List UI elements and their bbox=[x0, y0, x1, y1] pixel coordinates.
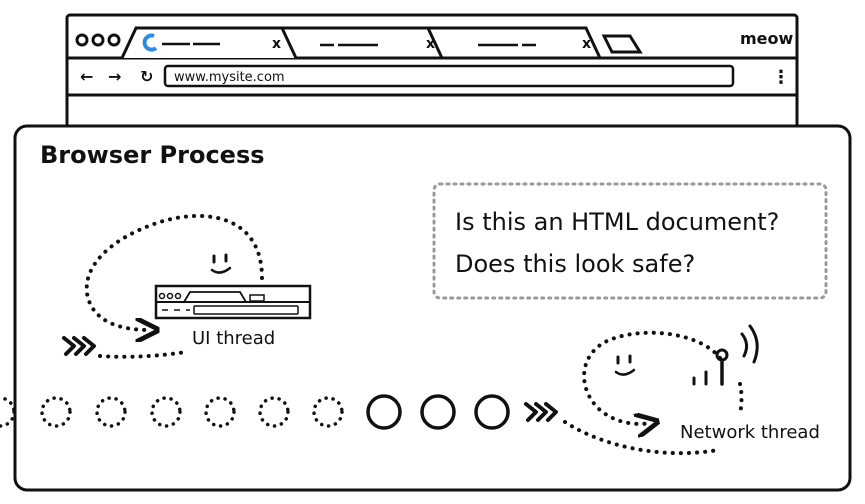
back-icon[interactable]: ← bbox=[80, 67, 93, 86]
window-controls bbox=[75, 33, 121, 47]
data-stream bbox=[0, 394, 558, 430]
received-data-circle bbox=[474, 394, 510, 430]
new-tab-button[interactable] bbox=[601, 34, 643, 54]
menu-icon[interactable]: ⋮ bbox=[772, 67, 790, 88]
brand-label: meow bbox=[740, 29, 794, 48]
forward-icon[interactable]: → bbox=[108, 67, 121, 86]
window-maximize-dot[interactable] bbox=[107, 33, 121, 47]
window-minimize-dot[interactable] bbox=[91, 33, 105, 47]
pending-data-circle bbox=[312, 396, 344, 428]
browser-process-panel: Browser Process Is this an HTML document… bbox=[0, 124, 852, 492]
address-text: www.mysite.com bbox=[174, 70, 285, 85]
mini-browser-icon bbox=[154, 284, 312, 320]
antenna-icon bbox=[692, 324, 759, 386]
received-data-circle bbox=[366, 394, 402, 430]
received-data-circle bbox=[420, 394, 456, 430]
pending-data-circle bbox=[95, 396, 127, 428]
tab-1[interactable]: x bbox=[120, 26, 298, 59]
pending-data-circle bbox=[0, 396, 16, 428]
pending-data-circle bbox=[258, 396, 290, 428]
question-bubble: Is this an HTML document? Does this look… bbox=[432, 182, 828, 300]
ui-thread-loop: UI thread bbox=[62, 214, 312, 359]
network-thread-face bbox=[614, 354, 636, 376]
ui-thread-chevrons-icon bbox=[62, 336, 96, 356]
tab-close-icon[interactable]: x bbox=[426, 36, 435, 52]
data-stream-chevrons-icon bbox=[524, 402, 558, 422]
pending-data-circle bbox=[40, 396, 72, 428]
tab-close-icon[interactable]: x bbox=[582, 36, 591, 52]
question-line-2: Does this look safe? bbox=[455, 250, 695, 278]
pending-data-circle bbox=[150, 396, 182, 428]
loading-spinner-icon bbox=[142, 33, 158, 52]
network-thread-label: Network thread bbox=[680, 422, 820, 443]
tab-close-icon[interactable]: x bbox=[272, 36, 281, 52]
tab-3[interactable]: x bbox=[428, 26, 602, 59]
network-thread-loop: Network thread bbox=[563, 324, 820, 456]
address-bar[interactable]: www.mysite.com bbox=[163, 64, 735, 88]
browser-window: x x x meow ← → ↻ www.mysite.com ⋮ bbox=[65, 13, 799, 157]
ui-thread-face bbox=[210, 253, 232, 274]
panel-title: Browser Process bbox=[40, 141, 265, 169]
window-close-dot[interactable] bbox=[75, 33, 89, 47]
reload-icon[interactable]: ↻ bbox=[140, 67, 153, 86]
question-line-1: Is this an HTML document? bbox=[455, 208, 779, 236]
ui-thread-label: UI thread bbox=[192, 328, 275, 349]
pending-data-circle bbox=[204, 396, 236, 428]
